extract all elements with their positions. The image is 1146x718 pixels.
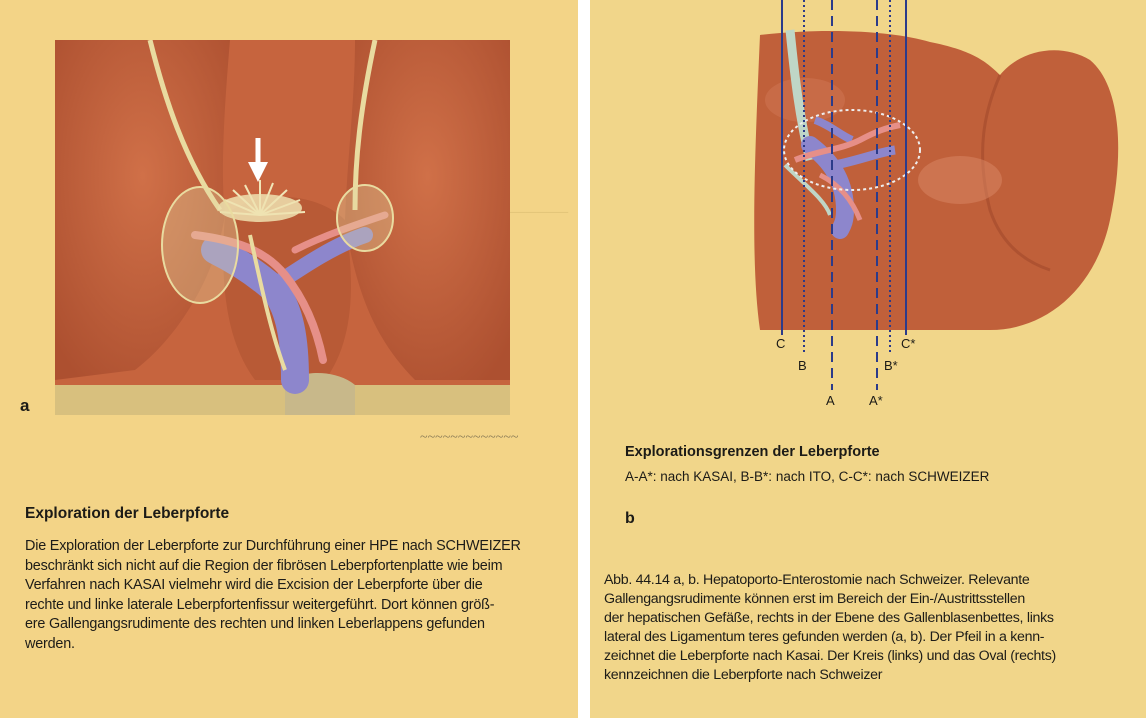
caption-line: Die Exploration der Leberpforte zur Durc… — [25, 537, 521, 557]
show-through-text: ~~~~~~~~~~~~~ — [420, 430, 518, 446]
figure-a-illustration — [55, 40, 510, 415]
line-label-a: A — [826, 393, 835, 408]
caption-title-a: Exploration der Leberpforte — [25, 505, 229, 523]
caption-line: werden. — [25, 635, 521, 655]
caption-line: ere Gallengangsrudimente des rechten und… — [25, 615, 521, 635]
figure-caption-line: Gallengangsrudimente können erst im Bere… — [604, 590, 1056, 609]
line-label-a-star: A* — [869, 393, 883, 408]
line-label-b-star: B* — [884, 358, 898, 373]
figure-caption-line: kennzeichnen die Leberpforte nach Schwei… — [604, 666, 1056, 685]
figure-caption-line: zeichnet die Leberpforte nach Kasai. Der… — [604, 647, 1056, 666]
panel-label-a: a — [20, 396, 29, 416]
caption-body-a: Die Exploration der Leberpforte zur Durc… — [25, 537, 521, 654]
line-label-c-star: C* — [901, 336, 915, 351]
caption-title-b: Explorationsgrenzen der Leberpforte — [625, 444, 880, 460]
figure-caption-line: lateral des Ligamentum teres gefunden we… — [604, 628, 1056, 647]
panel-label-b: b — [625, 510, 635, 528]
figure-caption-line: der hepatischen Gefäße, rechts in der Eb… — [604, 609, 1056, 628]
line-label-b: B — [798, 358, 807, 373]
left-page: ───────────── — [0, 0, 578, 718]
caption-line-b: A-A*: nach KASAI, B-B*: nach ITO, C-C*: … — [625, 469, 989, 484]
figure-b-illustration — [590, 0, 1146, 460]
caption-line: rechte und linke laterale Leberpfortenfi… — [25, 596, 521, 616]
figure-caption-line: Abb. 44.14 a, b. Hepatoporto-Enterostomi… — [604, 571, 1056, 590]
caption-line: Verfahren nach KASAI vielmehr wird die E… — [25, 576, 521, 596]
figure-caption: Abb. 44.14 a, b. Hepatoporto-Enterostomi… — [604, 571, 1056, 685]
right-page: C B A A* B* C* Explorationsgrenzen der L… — [590, 0, 1146, 718]
caption-line: beschränkt sich nicht auf die Region der… — [25, 557, 521, 577]
line-label-c: C — [776, 336, 785, 351]
